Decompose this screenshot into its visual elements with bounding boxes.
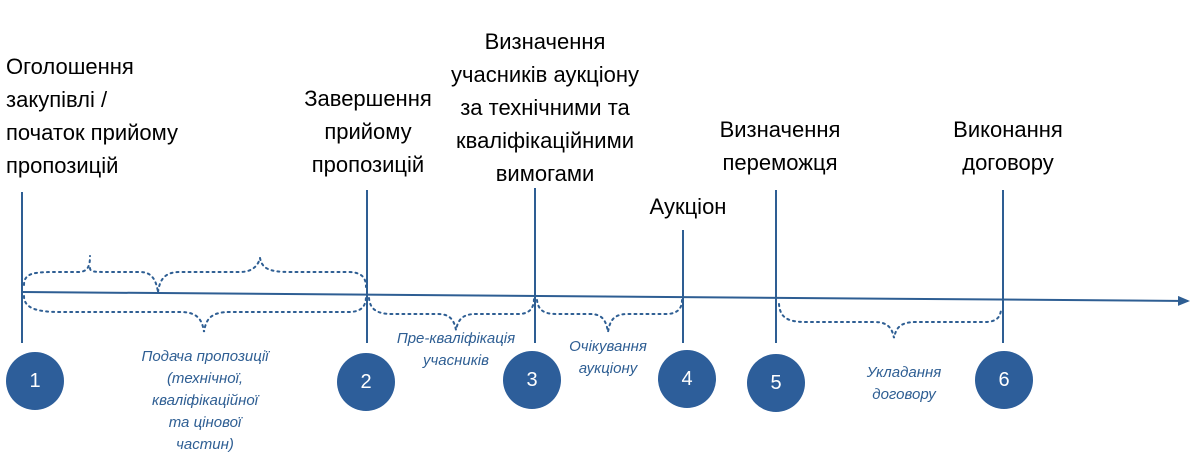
milestone-title-1: Оголошення закупівлі / початок прийому п… xyxy=(6,54,179,178)
step-circle-2: 2 xyxy=(337,353,395,411)
phase-label-submission: Подача пропозиції (технічної, кваліфікац… xyxy=(141,348,269,453)
lower-brace-phase-4 xyxy=(778,303,1002,339)
phase-label-prequalification: Пре-кваліфікація учасників xyxy=(396,330,516,369)
milestone-title-2: Завершення прийому пропозицій xyxy=(304,86,432,177)
lower-brace-phase-3 xyxy=(536,299,683,333)
milestone-title-3: Визначення учасників аукціону за технічн… xyxy=(451,29,639,186)
step-circle-4: 4 xyxy=(658,350,716,408)
step-circle-6: 6 xyxy=(975,351,1033,409)
step-circle-1: 1 xyxy=(6,352,64,410)
milestone-title-6: Виконання договору xyxy=(953,117,1063,175)
milestone-title-5: Визначення переможця xyxy=(719,117,841,175)
milestone-title-4: Аукціон xyxy=(649,194,727,219)
upper-brace-phase-1 xyxy=(23,255,367,293)
lower-brace-phase-2 xyxy=(368,297,535,331)
step-circle-3: 3 xyxy=(503,351,561,409)
step-circle-5: 5 xyxy=(747,354,805,412)
phase-label-auction-waiting: Очікування аукціону xyxy=(569,338,647,377)
phase-label-contract-signing: Укладання договору xyxy=(866,364,942,403)
lower-brace-phase-1 xyxy=(23,295,367,333)
timeline-axis xyxy=(21,291,1190,306)
